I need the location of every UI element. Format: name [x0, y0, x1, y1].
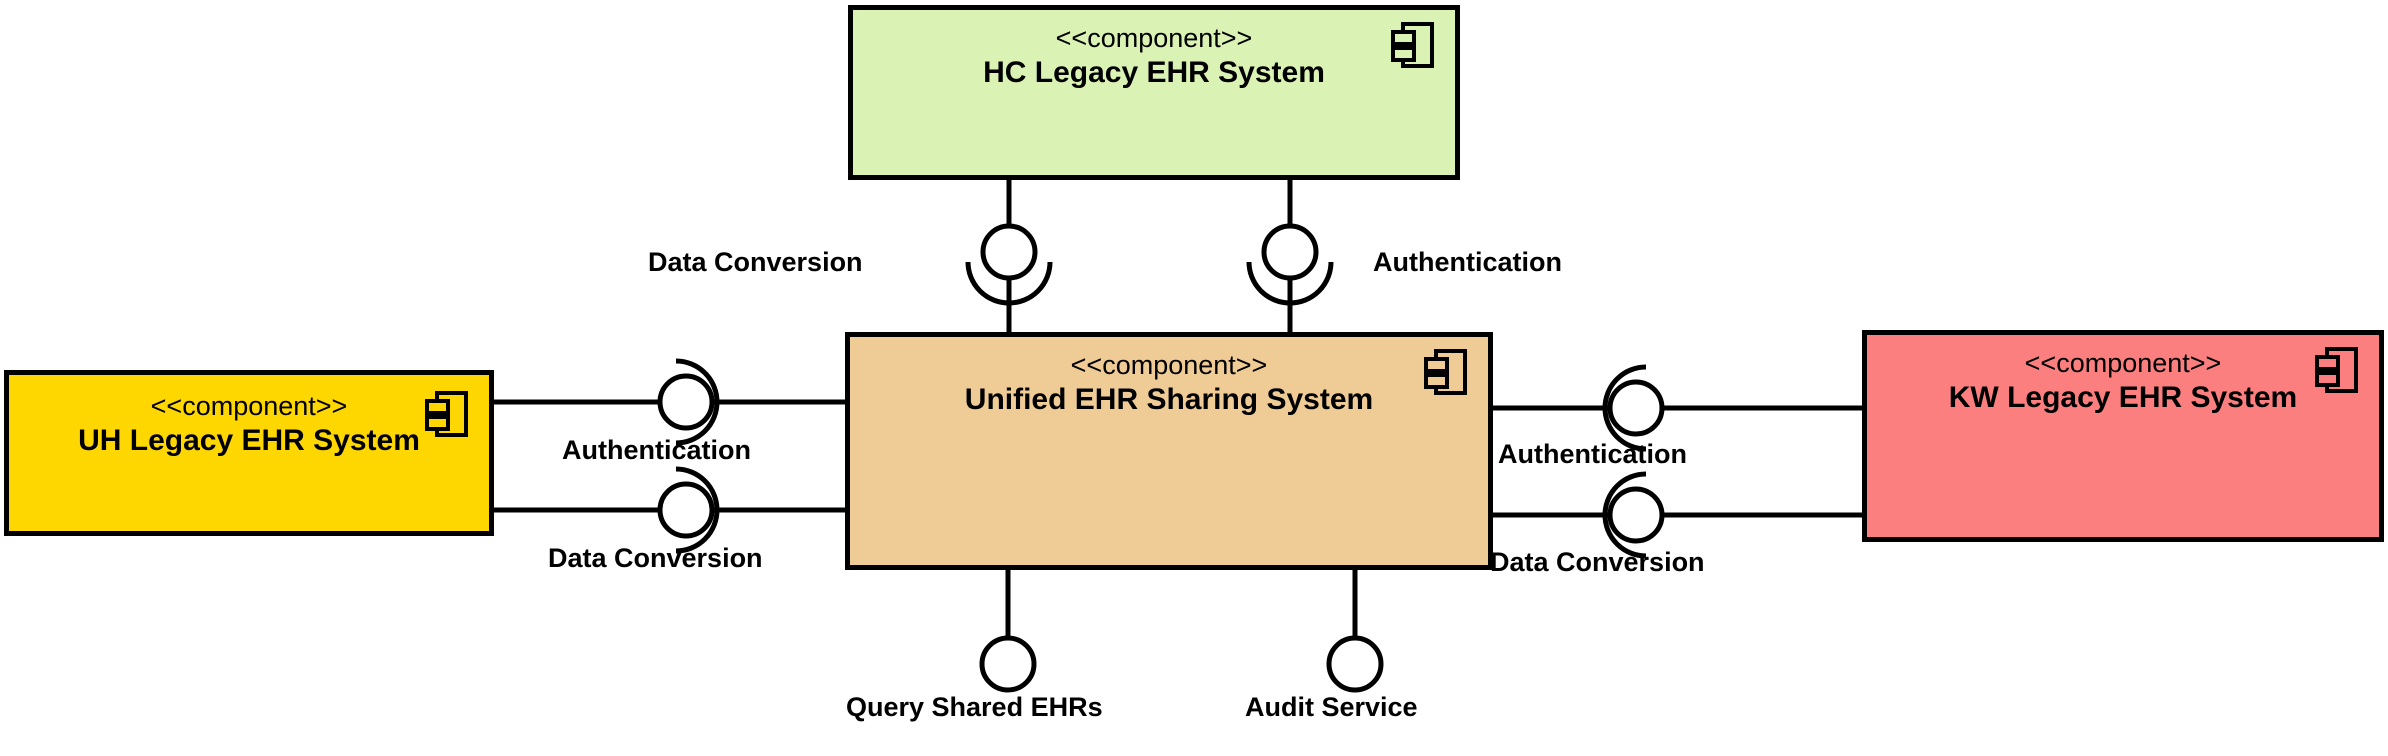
component-stereotype: <<component>>	[150, 391, 348, 421]
required-interface-socket	[1246, 261, 1334, 306]
interface-label-bottom-audit-service: Audit Service	[1245, 692, 1418, 722]
provided-interface-ball	[980, 223, 1038, 281]
component-unified-ehr-sharing-system[interactable]: <<component>> Unified EHR Sharing System	[845, 332, 1493, 570]
component-name: HC Legacy EHR System	[983, 56, 1325, 89]
component-hc-legacy-ehr-system[interactable]: <<component>> HC Legacy EHR System	[848, 5, 1460, 180]
connector-top-authentication	[1246, 180, 1334, 332]
required-interface-socket	[965, 261, 1053, 306]
provided-interface-ball	[1261, 223, 1319, 281]
provided-interface-ball	[1326, 635, 1384, 693]
component-stereotype: <<component>>	[2024, 348, 2222, 378]
provided-interface-ball	[1607, 379, 1665, 437]
required-interface-socket	[675, 358, 720, 446]
component-uh-legacy-ehr-system[interactable]: <<component>> UH Legacy EHR System	[4, 370, 494, 536]
component-kw-legacy-ehr-system[interactable]: <<component>> KW Legacy EHR System	[1862, 330, 2384, 542]
interface-label-left-authentication: Authentication	[562, 435, 751, 465]
component-name: Unified EHR Sharing System	[964, 383, 1374, 416]
connector-right-authentication	[1493, 364, 1862, 452]
component-stereotype: <<component>>	[1055, 23, 1253, 53]
interface-label-right-authentication: Authentication	[1498, 439, 1687, 469]
provided-interface-ball	[657, 373, 715, 431]
required-interface-socket	[1602, 364, 1647, 452]
component-icon	[1391, 22, 1434, 68]
connector-top-data-conversion	[965, 180, 1053, 332]
connector-right-data-conversion	[1493, 471, 1862, 559]
interface-label-top-data-conversion: Data Conversion	[648, 247, 863, 277]
required-interface-socket	[1602, 471, 1647, 559]
provided-interface-ball	[657, 481, 715, 539]
component-icon	[1424, 349, 1467, 395]
interface-label-top-authentication: Authentication	[1373, 247, 1562, 277]
component-name: KW Legacy EHR System	[1948, 381, 2298, 414]
interface-label-bottom-query-shared-ehrs: Query Shared EHRs	[846, 692, 1103, 722]
connector-bottom-query-shared-ehrs	[979, 570, 1037, 693]
component-icon	[2315, 347, 2358, 393]
required-interface-socket	[675, 466, 720, 554]
component-icon	[425, 391, 468, 437]
connector-left-authentication	[494, 358, 845, 446]
interface-label-right-data-conversion: Data Conversion	[1490, 547, 1705, 577]
connector-bottom-audit-service	[1326, 570, 1384, 693]
component-stereotype: <<component>>	[1070, 350, 1268, 380]
interface-label-left-data-conversion: Data Conversion	[548, 543, 763, 573]
connector-left-data-conversion	[494, 466, 845, 554]
component-name: UH Legacy EHR System	[78, 424, 420, 457]
provided-interface-ball	[1607, 486, 1665, 544]
provided-interface-ball	[979, 635, 1037, 693]
